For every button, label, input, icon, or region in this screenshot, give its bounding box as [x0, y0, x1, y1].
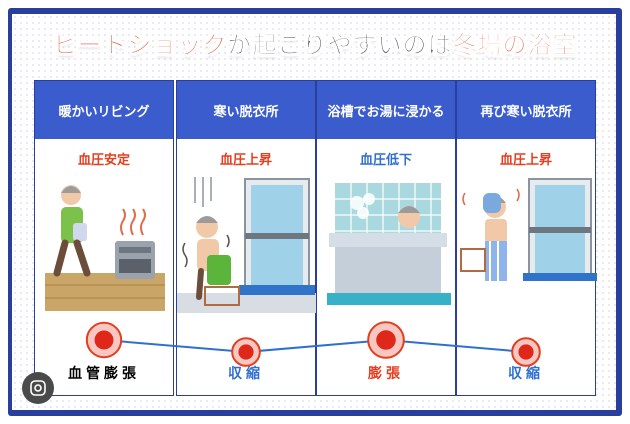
panel-vessel-label: 血管膨張	[68, 366, 140, 382]
panel-vessel-label: 膨張	[368, 366, 404, 382]
lens-search-icon[interactable]	[22, 372, 54, 404]
title-part-heatshock: ヒートショック	[52, 31, 228, 60]
panel-status: 血圧上昇	[499, 153, 552, 168]
panel-status: 血圧安定	[77, 153, 130, 168]
panel-status: 血圧上昇	[219, 153, 272, 168]
title-part-bathroom: 冬場の浴室	[452, 31, 578, 60]
panel-heading: 寒い脱衣所	[177, 81, 315, 139]
living-room-illustration	[45, 185, 165, 311]
panel-warm-living: 暖かいリビング 血圧安定 血管膨張	[34, 80, 174, 396]
cold-dressing-room-return-illustration	[460, 178, 597, 281]
panel-vessel-label: 収縮	[508, 366, 544, 382]
panel-cold-dressing-room: 寒い脱衣所 血圧上昇 収縮	[176, 80, 317, 396]
panel-bathtub: 浴槽でお湯に浸かる 血圧低下 膨張	[316, 80, 456, 396]
title-part-middle: が起こりやすいのは	[227, 31, 453, 60]
panel-heading: 暖かいリビング	[35, 81, 173, 139]
panel-heading: 浴槽でお湯に浸かる	[317, 81, 455, 139]
panel-heading: 再び寒い脱衣所	[457, 81, 595, 139]
cold-dressing-room-illustration	[177, 177, 317, 313]
bathtub-illustration	[327, 183, 451, 305]
panel-vessel-label: 収縮	[228, 366, 264, 382]
lens-icon-glyph	[30, 380, 46, 396]
panel-cold-dressing-room-again: 再び寒い脱衣所 血圧上昇 収縮	[456, 80, 597, 396]
panel-status: 血圧低下	[359, 153, 412, 168]
page-title: ヒートショックが起こりやすいのは冬場の浴室	[0, 25, 630, 60]
